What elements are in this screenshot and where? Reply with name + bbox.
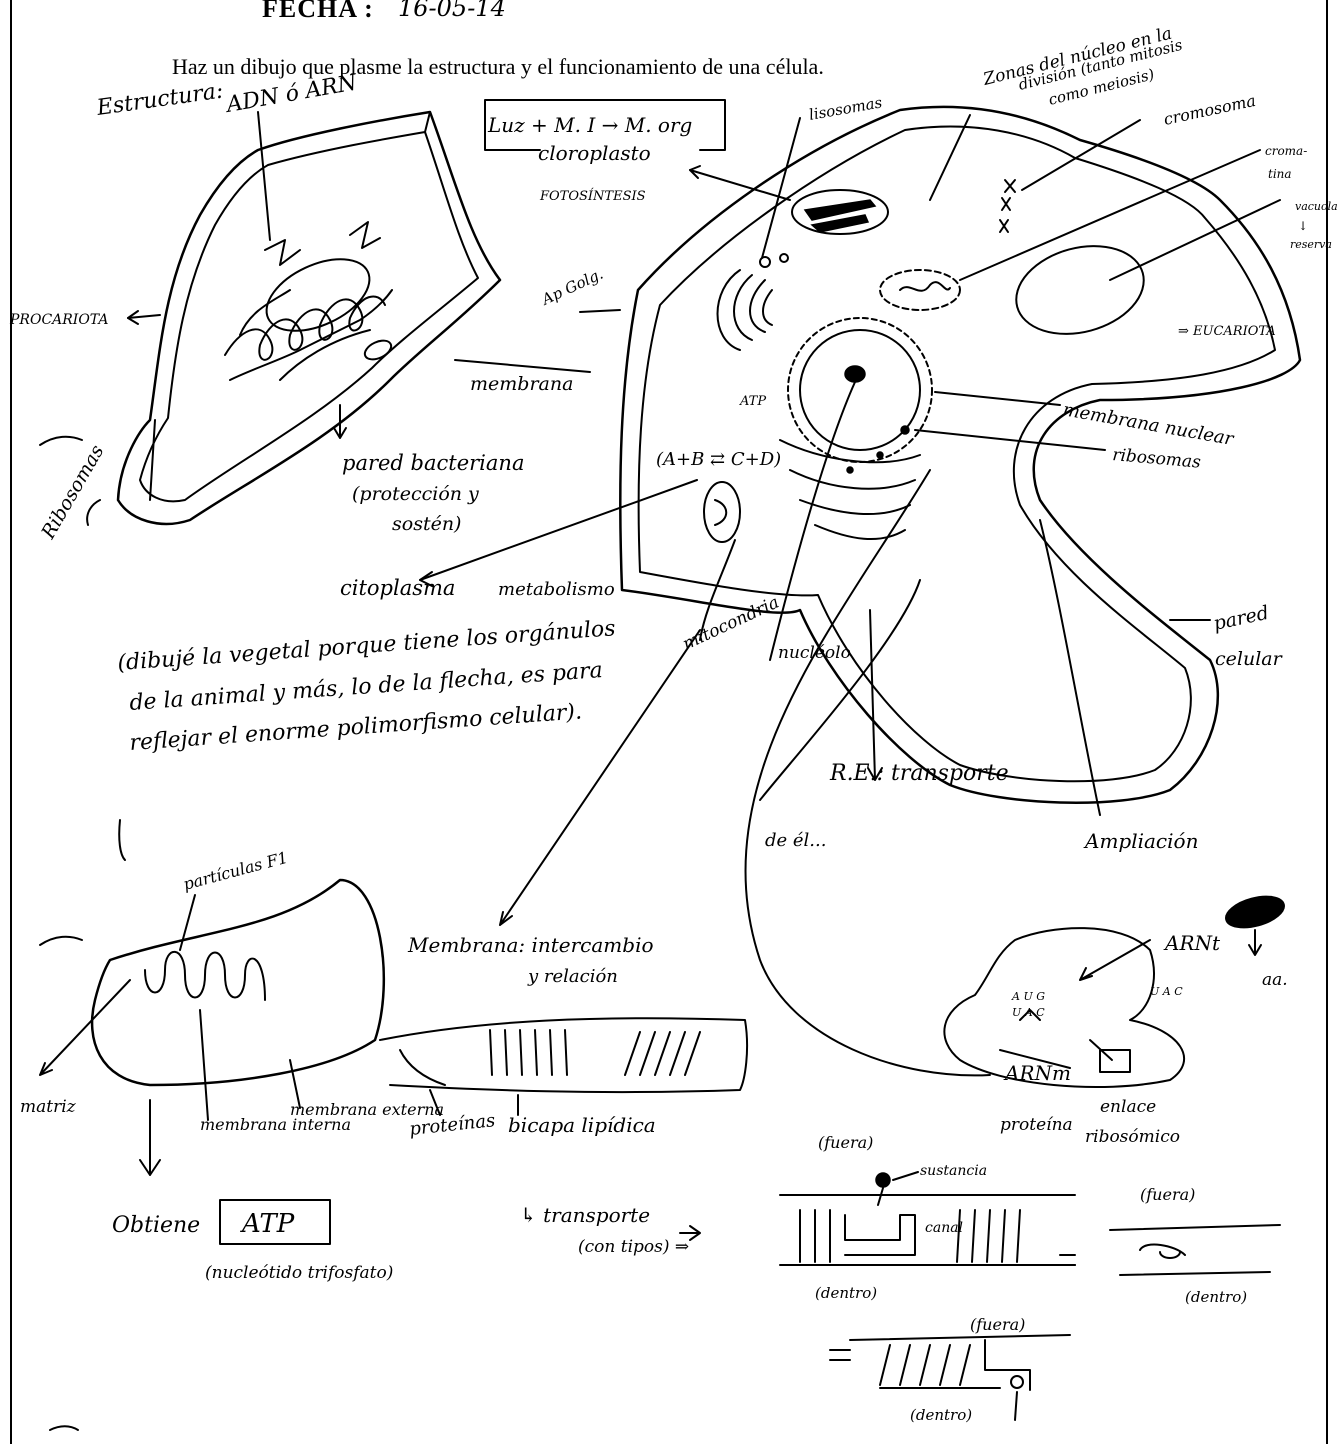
label-dentro-3: (dentro) — [910, 1406, 972, 1424]
label-vacuola-1: vacuola — [1295, 200, 1338, 213]
label-fuera-1: (fuera) — [818, 1133, 873, 1152]
label-arnt: ARNt — [1163, 931, 1221, 955]
label-cloroplasto: cloroplasto — [538, 141, 651, 165]
label-ribosomico: ribosómico — [1085, 1127, 1180, 1147]
label-transporte: ↳ transporte — [520, 1203, 650, 1227]
label-membrana-nuclear: membrana nuclear — [1061, 399, 1236, 450]
label-ribosomas-right: ribosomas — [1112, 445, 1202, 473]
label-pared-celular-1: pared — [1211, 602, 1270, 635]
label-dentro-2: (dentro) — [1185, 1288, 1247, 1306]
label-vacuola-3: reserva — [1290, 238, 1332, 251]
label-citoplasma: citoplasma — [340, 576, 455, 600]
label-matriz: matriz — [20, 1097, 77, 1117]
label-arnm: ARNm — [1003, 1061, 1071, 1085]
label-de-el: de él... — [765, 830, 826, 851]
label-proteina: proteína — [1000, 1115, 1073, 1135]
label-cromosoma: cromosoma — [1162, 91, 1258, 129]
label-obtiene: Obtiene — [112, 1213, 200, 1238]
label-membrana-title-2: y relación — [527, 966, 618, 987]
label-membrana-externa: membrana externa — [290, 1100, 444, 1119]
label-reaction: (A+B ⇄ C+D) — [656, 449, 781, 470]
label-aa: aa. — [1262, 970, 1288, 990]
label-membrana-prokaryote: membrana — [470, 373, 573, 395]
label-ap-golgi: Ap Golg. — [537, 265, 606, 310]
label-atp: ATP — [240, 1209, 295, 1239]
transport-diagrams — [50, 1172, 1280, 1430]
label-estructura: Estructura: — [94, 78, 224, 121]
label-con-tipos: (con tipos) ⇒ — [578, 1237, 689, 1257]
label-fuera-3: (fuera) — [970, 1315, 1025, 1334]
label-ampliacion: Ampliación — [1083, 829, 1198, 853]
label-ribosomas-left: Ribosomas — [37, 441, 109, 543]
ribosome-detail — [944, 891, 1287, 1087]
label-enlace: enlace — [1100, 1097, 1156, 1117]
label-metabolismo: metabolismo — [498, 579, 615, 600]
label-pared-bacteriana: pared bacteriana — [342, 451, 524, 475]
label-particulas-f1: partículas F1 — [181, 848, 290, 894]
label-codon-1: U A C — [1150, 985, 1183, 998]
label-canal: canal — [925, 1220, 963, 1236]
label-nucleotido: (nucleótido trifosfato) — [205, 1263, 393, 1283]
label-fotosintesis: FOTOSÍNTESIS — [539, 188, 646, 204]
label-photo-equation: Luz + M. I → M. org — [487, 113, 692, 137]
label-proteccion: (protección y — [352, 483, 479, 505]
label-sosten: sostén) — [392, 513, 461, 535]
label-atp-small: ATP — [739, 394, 766, 409]
label-cromatina-1: croma- — [1265, 144, 1307, 158]
label-sustancia: sustancia — [920, 1163, 987, 1179]
label-pared-celular-2: celular — [1215, 648, 1284, 670]
label-adn-arn: ADN ó ARN — [223, 70, 360, 118]
label-procariota: PROCARIOTA — [9, 312, 109, 328]
label-codon-2: A U G — [1011, 990, 1045, 1003]
label-bicapa: bicapa lipídica — [508, 1113, 656, 1137]
label-dentro-1: (dentro) — [815, 1284, 877, 1302]
label-nucleolo: nucléolo — [778, 643, 851, 663]
label-fuera-2: (fuera) — [1140, 1185, 1195, 1204]
label-eucariota: ⇒ EUCARIOTA — [1178, 324, 1276, 339]
label-membrana-title: Membrana: intercambio — [407, 933, 654, 957]
label-lisosomas: lisosomas — [808, 93, 884, 124]
label-vacuola-2: ↓ — [1298, 219, 1308, 233]
label-codon-3: U A C — [1012, 1006, 1045, 1019]
label-re-transporte: R.E.: transporte — [829, 761, 1009, 786]
label-cromatina-2: tina — [1268, 167, 1292, 181]
